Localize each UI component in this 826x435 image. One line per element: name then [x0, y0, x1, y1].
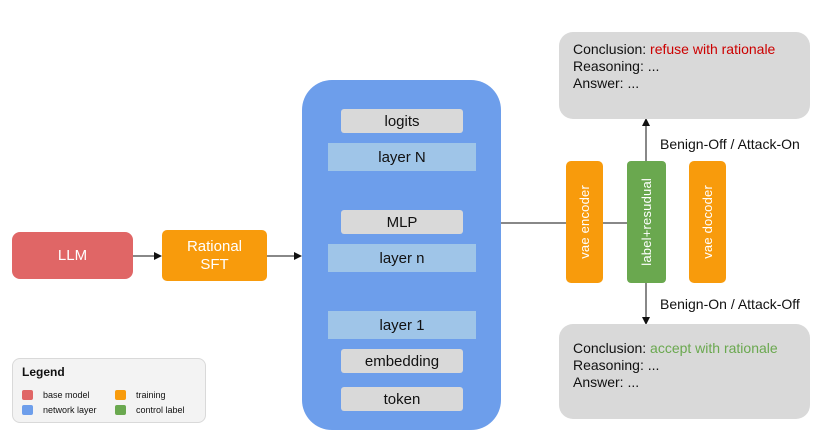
vae-encoder-label: vae encoder: [577, 185, 592, 259]
sft-label-line2: SFT: [200, 255, 229, 273]
layer-N-label: layer N: [378, 148, 426, 166]
control-label-box: label+resudual: [627, 161, 666, 283]
legend-swatch: [115, 405, 126, 415]
layer-n-label: layer n: [379, 249, 425, 267]
legend-label: training: [136, 390, 166, 400]
legend-label: network layer: [43, 405, 97, 415]
layer-1: layer 1: [328, 311, 476, 339]
sft-label-line1: Rational: [186, 237, 243, 255]
conclusion-refuse: refuse with rationale: [650, 41, 776, 57]
conclusion-key: Conclusion:: [573, 41, 651, 57]
output-top-answer: Answer: ...: [573, 75, 640, 91]
vae-decoder-label: vae docoder: [700, 185, 715, 259]
legend: Legend base model training network layer…: [12, 358, 206, 423]
rational-sft-box: Rational SFT: [162, 230, 267, 281]
legend-swatch: [115, 390, 126, 400]
legend-swatch: [22, 390, 33, 400]
llm-label: LLM: [57, 247, 88, 264]
vae-decoder-box: vae docoder: [689, 161, 726, 283]
token-layer: token: [341, 387, 463, 411]
output-top-box: Conclusion: refuse with rationale Reason…: [559, 32, 810, 119]
token-label: token: [383, 390, 421, 408]
legend-title: Legend: [22, 365, 65, 379]
branch-bottom-label: Benign-On / Attack-Off: [660, 296, 800, 312]
legend-item-network-layer: network layer: [22, 405, 97, 415]
branch-top-label: Benign-Off / Attack-On: [660, 136, 800, 152]
conclusion-accept: accept with rationale: [650, 340, 778, 356]
mlp-layer: MLP: [341, 210, 463, 234]
logits-label: logits: [384, 112, 420, 130]
control-label: label+resudual: [639, 178, 654, 266]
layer-1-label: layer 1: [379, 316, 425, 334]
logits-layer: logits: [341, 109, 463, 133]
output-bottom-reasoning: Reasoning: ...: [573, 357, 660, 373]
layer-n: layer n: [328, 244, 476, 272]
output-top-conclusion: Conclusion: refuse with rationale: [573, 41, 796, 58]
embedding-layer: embedding: [341, 349, 463, 373]
legend-label: control label: [136, 405, 185, 415]
legend-item-training: training: [115, 390, 166, 400]
legend-label: base model: [43, 390, 90, 400]
output-bottom-answer: Answer: ...: [573, 374, 640, 390]
legend-item-control-label: control label: [115, 405, 185, 415]
output-bottom-conclusion: Conclusion: accept with rationale: [573, 340, 796, 357]
llm-box: LLM: [12, 232, 133, 279]
layer-N: layer N: [328, 143, 476, 171]
output-bottom-box: Conclusion: accept with rationale Reason…: [559, 324, 810, 419]
vae-encoder-box: vae encoder: [566, 161, 603, 283]
conclusion-key: Conclusion:: [573, 340, 651, 356]
mlp-label: MLP: [386, 213, 418, 231]
legend-item-base-model: base model: [22, 390, 90, 400]
legend-swatch: [22, 405, 33, 415]
embedding-label: embedding: [364, 352, 440, 370]
output-top-reasoning: Reasoning: ...: [573, 58, 660, 74]
